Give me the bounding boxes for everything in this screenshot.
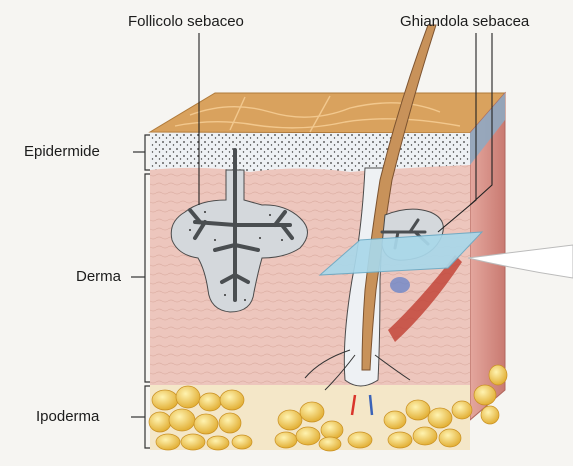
- label-ipoderma: Ipoderma: [36, 408, 99, 425]
- layer-brackets: [131, 135, 150, 448]
- label-ghiandola-sebacea: Ghiandola sebacea: [400, 13, 529, 30]
- label-derma: Derma: [76, 268, 121, 285]
- label-follicolo-sebaceo: Follicolo sebaceo: [128, 13, 244, 30]
- epidermis-front: [150, 133, 470, 173]
- label-epidermide: Epidermide: [24, 143, 100, 160]
- epidermis-top-surface: [150, 93, 505, 133]
- blood-vessel: [390, 277, 410, 293]
- dermis-front: [150, 165, 470, 385]
